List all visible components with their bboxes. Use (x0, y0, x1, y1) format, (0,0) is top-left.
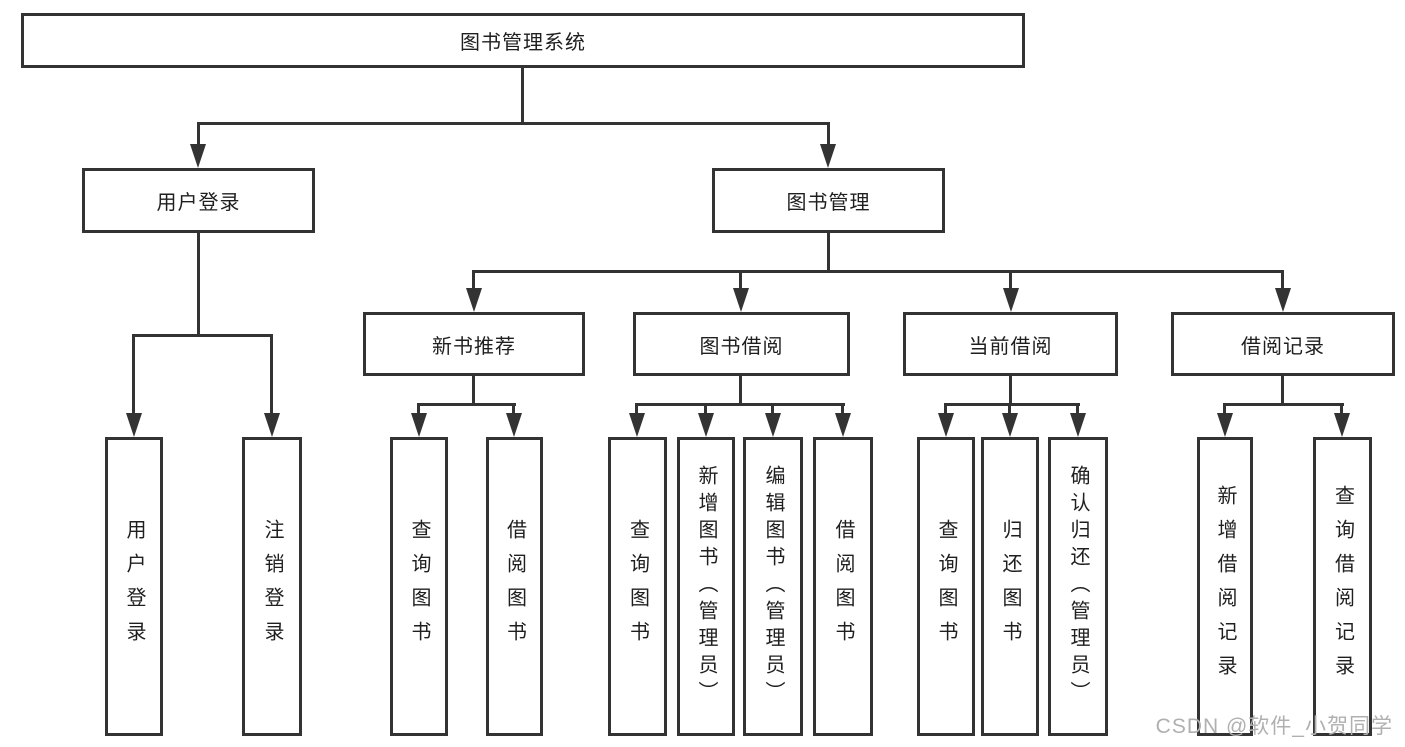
connector-g3-rail (944, 403, 1080, 406)
connector-drop-confirm-return (1076, 403, 1079, 415)
connector-g4-rail (1223, 403, 1344, 406)
leaf-add-book-admin-label: 新增图书（管理员） (695, 465, 717, 708)
arrowhead-query-books-1 (411, 413, 427, 437)
arrowhead-borrow-records (1275, 288, 1291, 312)
connector-level2-rail (197, 122, 830, 125)
leaf-add-book-admin: 新增图书（管理员） (677, 437, 735, 736)
leaf-borrow-books-2-label: 借阅图书 (832, 518, 854, 655)
arrowhead-book-borrow (733, 288, 749, 312)
leaf-add-borrow-record: 新增借阅记录 (1197, 437, 1253, 736)
leaf-query-books-2-label: 查询图书 (626, 518, 649, 655)
leaf-add-borrow-record-label: 新增借阅记录 (1214, 484, 1236, 689)
connector-drop-borrow-books-2 (841, 403, 844, 415)
leaf-query-borrow-record-label: 查询借阅记录 (1331, 484, 1354, 689)
arrowhead-new-book-recommend (466, 288, 482, 312)
connector-drop-add-book (704, 403, 707, 415)
connector-root-stub (521, 68, 524, 122)
leaf-query-books-1-label: 查询图书 (408, 518, 430, 655)
arrowhead-query-borrow-record (1334, 413, 1350, 437)
connector-drop-current-borrow (1009, 270, 1012, 290)
leaf-confirm-return-admin-label: 确认归还（管理员） (1067, 465, 1089, 708)
arrowhead-add-book (698, 413, 714, 437)
node-book-management-label: 图书管理 (786, 192, 871, 214)
leaf-user-login-label: 用户登录 (123, 518, 145, 655)
connector-level3-rail (472, 270, 1284, 273)
arrowhead-query-books-3 (938, 413, 954, 437)
arrowhead-user-login (190, 144, 206, 168)
leaf-query-borrow-record: 查询借阅记录 (1313, 437, 1372, 736)
node-user-login: 用户登录 (82, 168, 315, 233)
arrowhead-borrow-books-2 (835, 413, 851, 437)
node-borrow-records-label: 借阅记录 (1241, 335, 1325, 358)
connector-drop-new-book-recommend (472, 270, 475, 290)
connector-drop-query-books-1 (417, 403, 420, 415)
connector-drop-edit-book (771, 403, 774, 415)
leaf-return-book-label: 归还图书 (999, 518, 1021, 655)
leaf-query-books-1: 查询图书 (390, 437, 448, 736)
connector-g3-stub (1009, 376, 1012, 405)
node-book-management: 图书管理 (712, 168, 945, 233)
leaf-query-books-2: 查询图书 (608, 437, 667, 736)
leaf-user-login: 用户登录 (105, 437, 163, 736)
leaf-edit-book-admin: 编辑图书（管理员） (743, 437, 803, 736)
leaf-return-book: 归还图书 (981, 437, 1039, 736)
connector-drop-query-books-3 (944, 403, 947, 415)
arrowhead-book-management (820, 144, 836, 168)
connector-drop-query-books-2 (635, 403, 638, 415)
connector-drop-leaf-logout (270, 334, 273, 413)
leaf-edit-book-admin-label: 编辑图书（管理员） (762, 465, 784, 708)
node-current-borrow: 当前借阅 (903, 312, 1118, 376)
connector-drop-borrow-records (1281, 270, 1284, 290)
node-root-label: 图书管理系统 (460, 32, 586, 54)
node-root: 图书管理系统 (21, 13, 1025, 68)
connector-drop-book-borrow (739, 270, 742, 290)
arrowhead-query-books-2 (629, 413, 645, 437)
connector-g4-stub (1281, 376, 1284, 405)
node-book-borrow: 图书借阅 (633, 312, 850, 376)
connector-g1-stub (472, 376, 475, 405)
connector-drop-query-borrow-record (1340, 403, 1343, 415)
leaf-borrow-books-2: 借阅图书 (813, 437, 873, 736)
arrowhead-leaf-user-login (126, 413, 142, 437)
leaf-logout: 注销登录 (242, 437, 302, 736)
arrowhead-return-book (1002, 413, 1018, 437)
arrowhead-leaf-logout (264, 413, 280, 437)
connector-book-management-stub (827, 233, 830, 272)
node-borrow-records: 借阅记录 (1171, 312, 1395, 376)
connector-drop-user-login (197, 122, 200, 146)
node-new-book-recommend-label: 新书推荐 (432, 335, 516, 358)
connector-g2-stub (739, 376, 742, 405)
connector-drop-add-borrow-record (1223, 403, 1226, 415)
arrowhead-borrow-books-1 (506, 413, 522, 437)
arrowhead-current-borrow (1003, 288, 1019, 312)
node-new-book-recommend: 新书推荐 (363, 312, 585, 376)
leaf-logout-label: 注销登录 (261, 518, 283, 655)
connector-drop-book-management (827, 122, 830, 146)
connector-user-login-rail (132, 334, 273, 337)
csdn-watermark: CSDN @软件_小贺同学 (1155, 715, 1393, 738)
leaf-query-books-3: 查询图书 (917, 437, 975, 736)
node-book-borrow-label: 图书借阅 (699, 335, 784, 358)
leaf-query-books-3-label: 查询图书 (935, 518, 957, 655)
leaf-confirm-return-admin: 确认归还（管理员） (1048, 437, 1108, 736)
connector-drop-return-book (1008, 403, 1011, 415)
leaf-borrow-books-1-label: 借阅图书 (503, 518, 526, 655)
connector-user-login-stub (197, 233, 200, 336)
connector-drop-leaf-user-login (132, 334, 135, 413)
arrowhead-edit-book (765, 413, 781, 437)
connector-drop-borrow-books-1 (512, 403, 515, 415)
connector-g2-rail (635, 403, 845, 406)
connector-g1-rail (417, 403, 516, 406)
arrowhead-confirm-return (1070, 413, 1086, 437)
node-current-borrow-label: 当前借阅 (968, 335, 1053, 358)
leaf-borrow-books-1: 借阅图书 (486, 437, 543, 736)
arrowhead-add-borrow-record (1217, 413, 1233, 437)
node-user-login-label: 用户登录 (156, 192, 241, 214)
